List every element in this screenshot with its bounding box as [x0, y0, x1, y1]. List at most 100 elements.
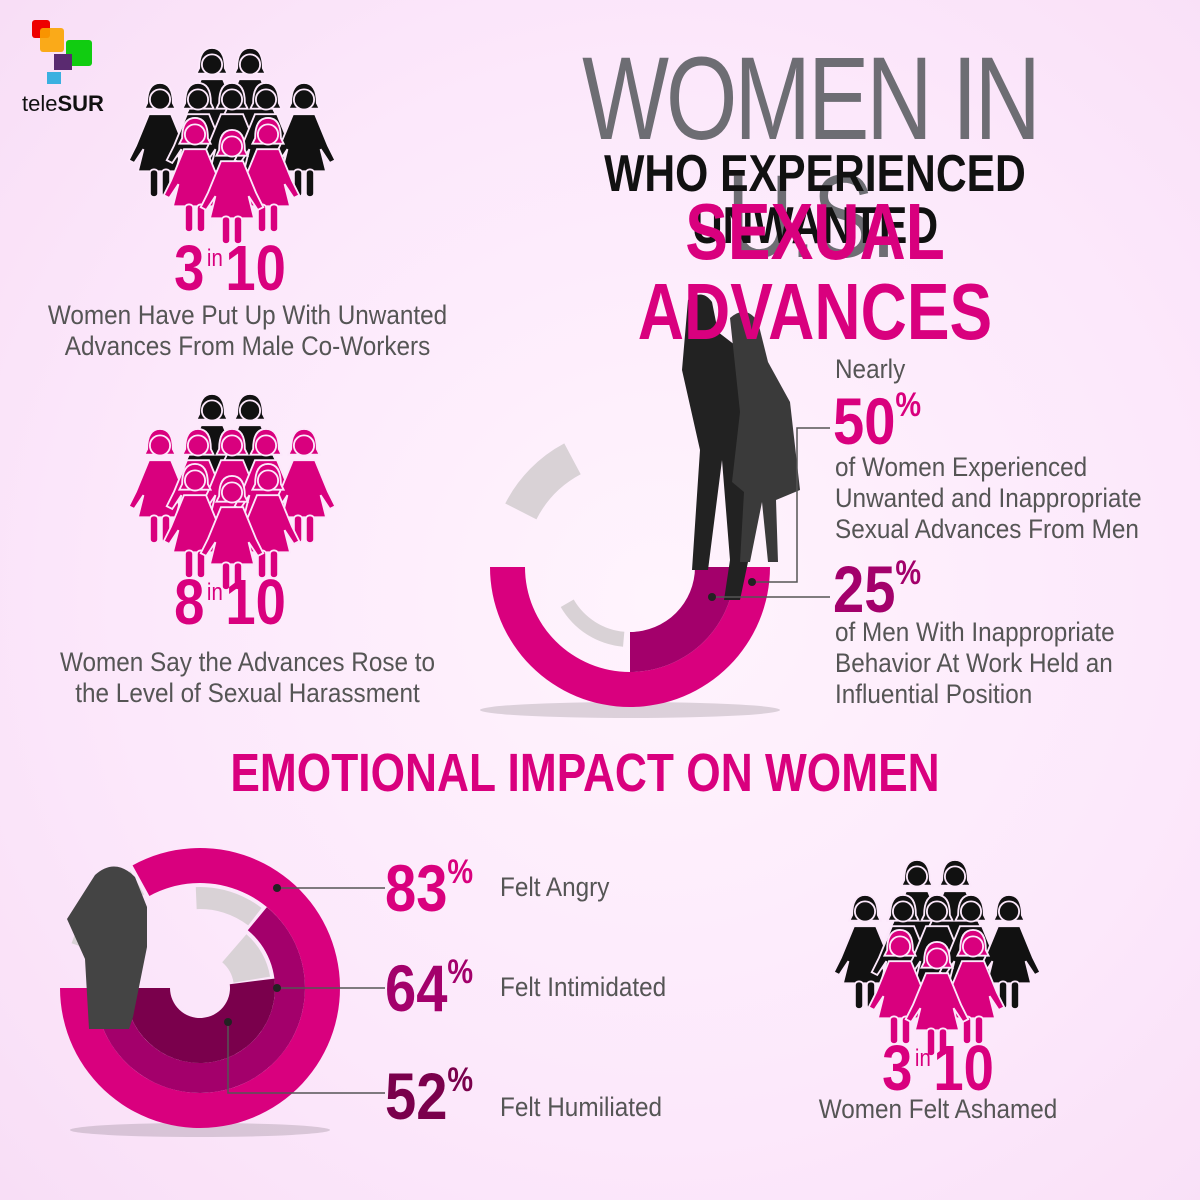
emotion-label-1: Felt Intimidated	[500, 972, 667, 1002]
head	[220, 434, 244, 457]
chart-track-arc	[505, 443, 581, 520]
woman-icon	[904, 940, 970, 1057]
v: 83	[385, 851, 448, 925]
l: of Men With Inappropriate	[835, 617, 1115, 647]
shadow	[70, 1123, 330, 1137]
title-line2: WHO EXPERIENCED UNWANTED	[604, 145, 1026, 255]
leg	[195, 549, 207, 579]
shadow	[480, 702, 780, 718]
leg	[304, 514, 316, 544]
emotion-arc-1	[95, 907, 305, 1093]
head	[256, 123, 280, 146]
leg	[900, 1015, 912, 1045]
title-line1: WOMEN IN U.S.	[582, 33, 1041, 283]
v: 64	[385, 951, 448, 1025]
l1: Women Have Put Up With Unwanted	[47, 300, 448, 330]
center-pct2: 25%	[833, 556, 921, 622]
chart-inner-track	[560, 599, 625, 647]
woman-photo	[730, 311, 800, 562]
head	[183, 123, 207, 146]
leg	[1009, 980, 1021, 1010]
head	[292, 434, 316, 457]
in: in	[206, 245, 223, 272]
l: Sexual Advances From Men	[835, 514, 1139, 544]
head	[186, 434, 210, 457]
num: 3	[882, 1032, 913, 1104]
head	[186, 88, 210, 111]
head	[220, 135, 244, 158]
head	[200, 399, 224, 422]
woman-icon	[127, 81, 193, 198]
dress	[904, 972, 970, 1032]
head	[238, 53, 262, 76]
woman-icon	[271, 427, 337, 544]
dress	[199, 160, 265, 220]
head	[256, 469, 280, 492]
head	[254, 88, 278, 111]
head	[961, 935, 985, 958]
s: %	[447, 853, 474, 891]
leg	[937, 1027, 949, 1057]
v: 50	[833, 384, 896, 458]
emotion-row-1: 64%	[385, 955, 489, 1021]
head	[148, 88, 172, 111]
head	[925, 947, 949, 970]
head	[997, 900, 1021, 923]
head	[853, 900, 877, 923]
leader-dot	[708, 593, 716, 601]
head	[220, 88, 244, 111]
emotion-row-2: 52%	[385, 1063, 489, 1129]
l: Influential Position	[835, 679, 1033, 709]
brand-light: tele	[22, 91, 58, 116]
v: 25	[833, 552, 896, 626]
leg	[925, 1027, 937, 1057]
center-pct1: 50%	[833, 388, 921, 454]
leg	[268, 203, 280, 233]
den: 10	[225, 232, 286, 304]
leader-dot	[224, 1018, 232, 1026]
leg	[220, 561, 232, 591]
leader-50	[752, 427, 830, 583]
section-title: EMOTIONAL IMPACT ON WOMEN	[230, 743, 940, 803]
sitting-woman-photo	[67, 866, 147, 1029]
leg	[183, 549, 195, 579]
chart-50pct-arc	[490, 567, 770, 707]
head	[220, 481, 244, 504]
emotion-track-1	[195, 887, 262, 926]
head	[959, 900, 983, 923]
s: %	[895, 554, 922, 592]
l1: Women Say the Advances Rose to	[59, 647, 436, 677]
head	[905, 865, 929, 888]
telesur-logo: teleSUR	[22, 18, 104, 117]
leg	[973, 1015, 985, 1045]
leader-line	[227, 1022, 385, 1094]
leg	[304, 168, 316, 198]
center-prefix: Nearly	[835, 354, 906, 384]
leg	[853, 980, 865, 1010]
s: %	[447, 1061, 474, 1099]
head	[254, 434, 278, 457]
head	[200, 53, 224, 76]
in: in	[914, 1045, 931, 1072]
l: Unwanted and Inappropriate	[835, 483, 1142, 513]
brand-bold: SUR	[57, 91, 104, 116]
emotion-track-2	[222, 934, 271, 983]
leader-dot	[748, 578, 756, 586]
head	[943, 865, 967, 888]
head	[888, 935, 912, 958]
leg	[232, 215, 244, 245]
head	[148, 434, 172, 457]
emotion-label-0: Felt Angry	[500, 872, 610, 902]
v: 52	[385, 1059, 448, 1133]
den: 10	[225, 566, 286, 638]
head	[925, 900, 949, 923]
woman-icon	[199, 128, 265, 245]
